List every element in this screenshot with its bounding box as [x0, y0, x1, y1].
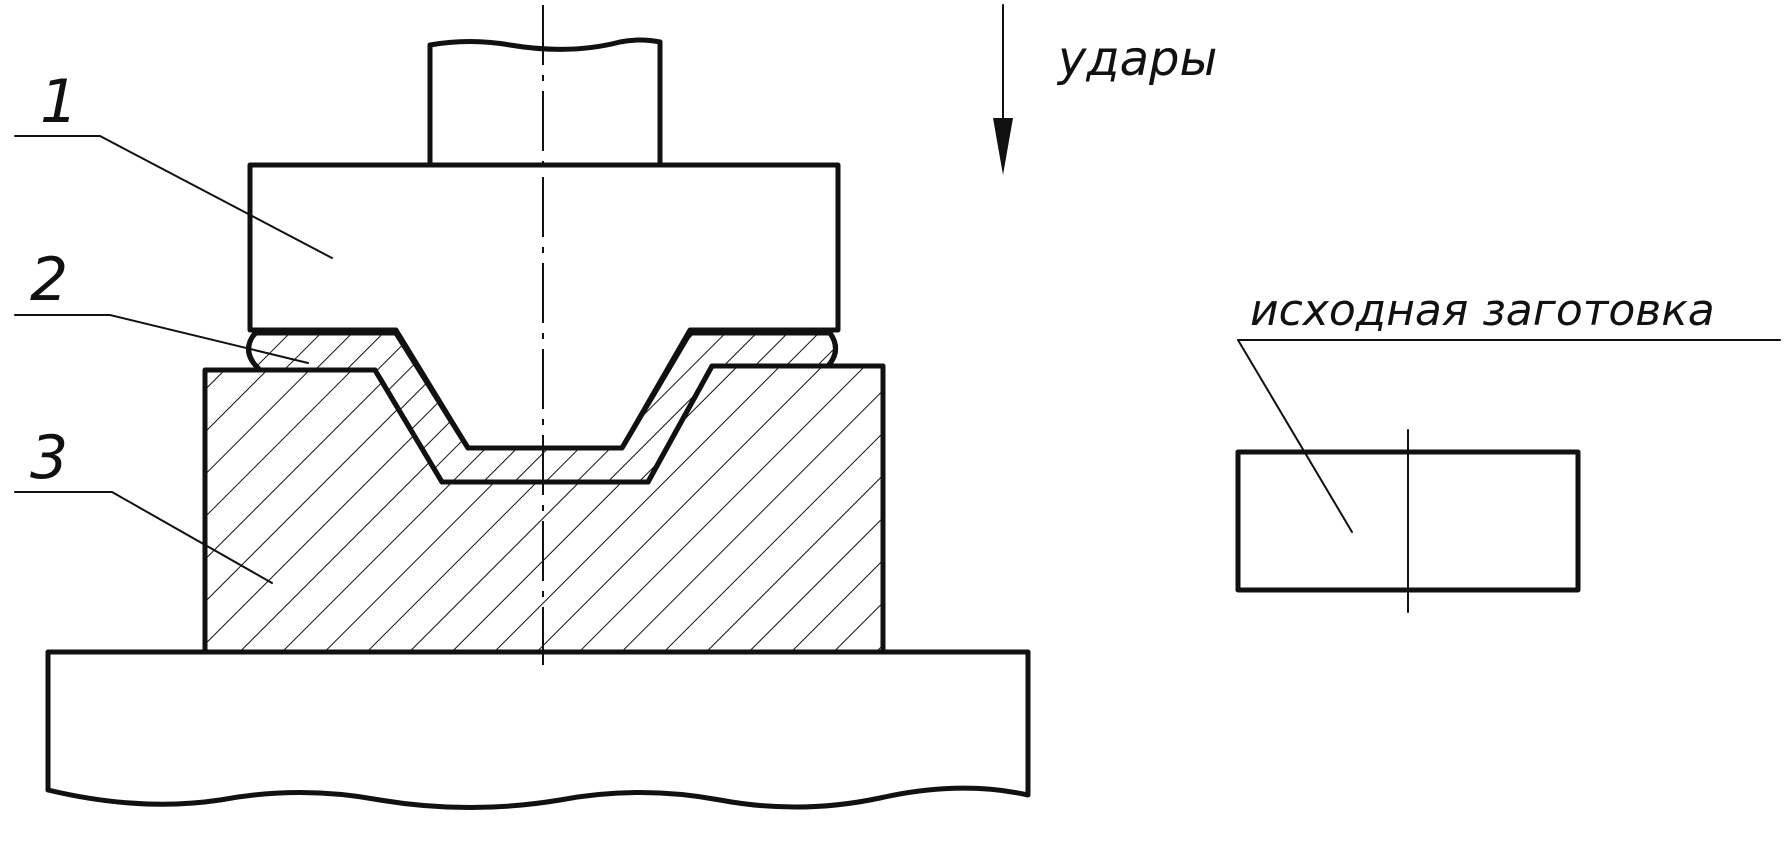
callout-2: 2 [30, 245, 68, 315]
leader-line-2 [14, 314, 309, 364]
blows-label: удары [1056, 31, 1217, 87]
leader-line-1 [14, 135, 333, 259]
formed-part-outline [246, 330, 838, 485]
initial-blank-leader [1237, 339, 1353, 533]
formed-part-hatch [248, 333, 836, 482]
press-ram [427, 37, 663, 171]
leader-line-3 [14, 491, 273, 584]
base-plate [45, 649, 1031, 810]
callout-3: 3 [30, 423, 68, 493]
blow-arrow-head [993, 118, 1013, 175]
callout-1: 1 [40, 67, 78, 137]
initial-blank-label: исходная заготовка [1250, 285, 1715, 336]
